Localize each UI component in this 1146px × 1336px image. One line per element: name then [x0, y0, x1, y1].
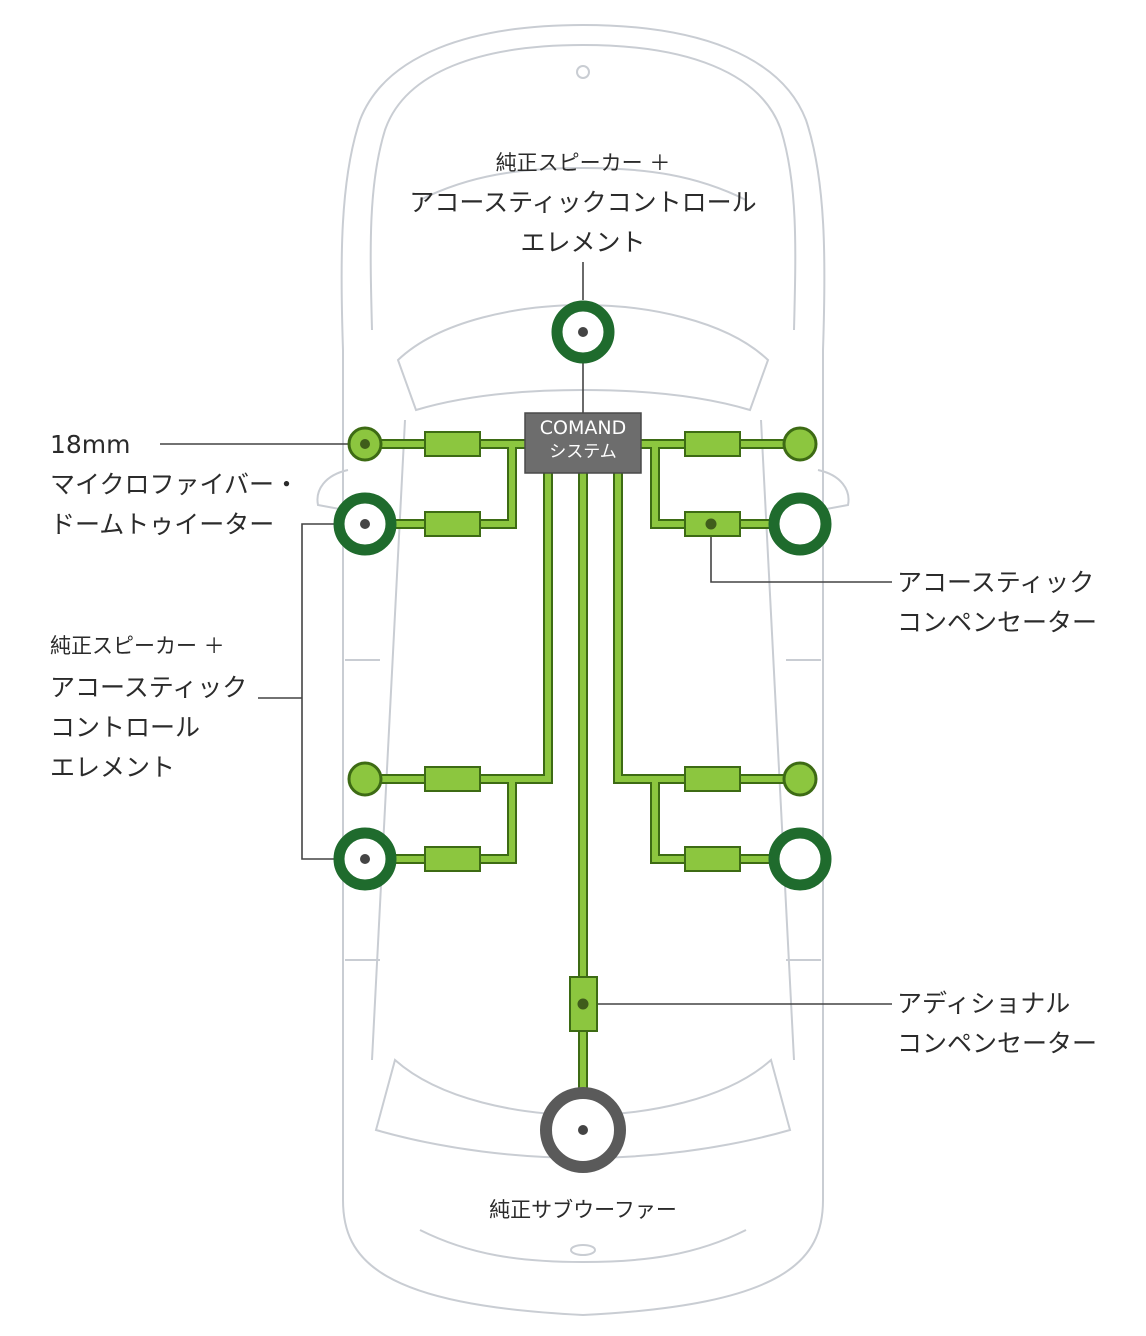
- leader-lines: [160, 262, 892, 1005]
- tweeter-left: [347, 426, 383, 462]
- label-acoustic-line2: コンペンセーター: [897, 608, 1098, 637]
- label-left-line4: エレメント: [50, 753, 176, 782]
- speaker-top-center: [551, 300, 615, 364]
- component-right-rear-top: [684, 766, 741, 792]
- component-left-rear-top: [424, 766, 481, 792]
- comand-label: COMAND システム: [525, 419, 641, 461]
- speaker-left-front: [333, 492, 397, 556]
- comand-box: [524, 412, 642, 474]
- subwoofer: [540, 1087, 626, 1173]
- label-top-line1: 純正スピーカー ＋: [495, 151, 671, 175]
- label-left-line1: 純正スピーカー ＋: [50, 634, 225, 658]
- tweeter-right: [782, 426, 818, 462]
- label-additional-line2: コンペンセーター: [897, 1029, 1098, 1058]
- label-tweeter-line1: 18mm: [50, 430, 131, 459]
- label-tweeter-line3: ドームトゥイーター: [50, 510, 275, 539]
- inline-components: [424, 431, 741, 1032]
- additional-compensator-dot: [577, 998, 589, 1010]
- label-subwoofer: 純正サブウーファー: [489, 1198, 677, 1222]
- component-right-front-top: [684, 431, 741, 457]
- acoustic-compensator-box: [684, 511, 741, 537]
- component-left-rear-bottom: [424, 846, 481, 872]
- component-right-rear-bottom: [684, 846, 741, 872]
- speaker-right-rear: [768, 827, 832, 891]
- tweeter-right-rear: [782, 761, 818, 797]
- label-left-line3: コントロール: [50, 713, 201, 742]
- label-acoustic-line1: アコースティック: [897, 568, 1095, 597]
- speakers: [333, 300, 832, 1173]
- speaker-right-front: [768, 492, 832, 556]
- label-additional-compensator: アディショナル コンペンセーター: [897, 991, 1097, 1071]
- label-acoustic-compensator: アコースティック コンペンセーター: [897, 570, 1097, 650]
- label-additional-line1: アディショナル: [897, 989, 1071, 1018]
- speaker-left-rear: [333, 827, 397, 891]
- label-top-line3: エレメント: [520, 228, 646, 257]
- label-tweeter: 18mm マイクロファイバー・ ドームトゥイーター: [50, 432, 299, 552]
- component-left-front-top: [424, 431, 481, 457]
- comand-label-line2: システム: [549, 442, 617, 462]
- label-top-speaker: 純正スピーカー ＋ アコースティックコントロール エレメント: [383, 151, 783, 257]
- label-tweeter-line2: マイクロファイバー・: [50, 470, 300, 499]
- component-left-front-bottom: [424, 511, 481, 537]
- leader-acoustic-compensator: [710, 524, 892, 583]
- label-top-line2: アコースティックコントロール: [409, 188, 757, 217]
- label-left-line2: アコースティック: [50, 673, 248, 702]
- tweeter-left-rear: [347, 761, 383, 797]
- comand-label-line1: COMAND: [539, 417, 627, 439]
- label-left-speaker: 純正スピーカー ＋ アコースティック コントロール エレメント: [50, 634, 248, 782]
- acoustic-compensator-dot: [705, 518, 717, 530]
- leader-left-speaker-bracket: [301, 523, 355, 860]
